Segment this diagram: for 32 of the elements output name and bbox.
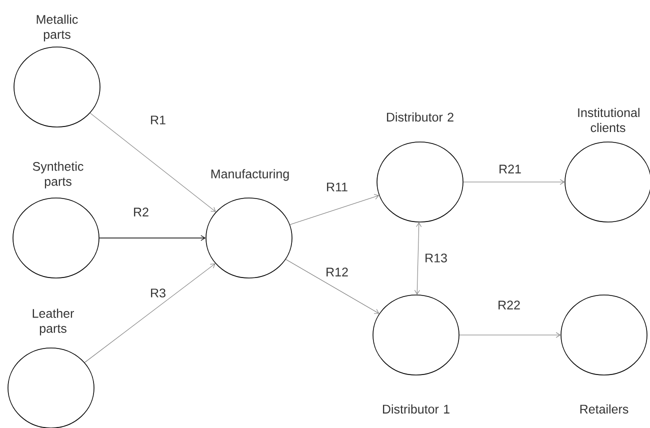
- node-label: Synthetic parts: [32, 162, 84, 188]
- arrow: [414, 222, 422, 294]
- edge-label: R2: [132, 206, 150, 218]
- arrow: [459, 332, 560, 338]
- edge-label: R21: [498, 164, 522, 174]
- node-label: Leather parts: [32, 308, 74, 336]
- circle-node: Institutional clients: [564, 108, 650, 222]
- arrow: [463, 179, 564, 185]
- edge-label: R22: [496, 300, 522, 310]
- arrow: [286, 259, 380, 314]
- node-label: Metallic parts: [36, 14, 78, 42]
- circle-node: Leather parts: [8, 308, 94, 428]
- edge-label: R12: [324, 266, 350, 278]
- circle-node: Synthetic parts: [12, 162, 100, 278]
- circle-node: Retailers: [560, 294, 648, 414]
- arrow: [90, 112, 216, 212]
- edge-label: R13: [424, 252, 448, 264]
- circle-node: Distributor 1: [372, 294, 460, 414]
- node-label: Institutional clients: [578, 108, 640, 132]
- arrow: [290, 194, 379, 225]
- circle-node: Distributor 2: [376, 112, 464, 222]
- arrow: [99, 235, 206, 241]
- node-label: Distributor 2: [386, 112, 454, 122]
- circle-node: Metallic parts: [14, 14, 100, 128]
- edge-label: R11: [325, 182, 349, 192]
- arrow: [84, 264, 216, 363]
- edge-label: R3: [149, 288, 167, 298]
- node-label: Distributor 1: [382, 404, 450, 414]
- node-label: Retailers: [580, 404, 628, 414]
- circle-node: Manufacturing: [206, 169, 292, 278]
- node-label: Manufacturing: [211, 169, 289, 181]
- edge-label: R1: [149, 114, 167, 126]
